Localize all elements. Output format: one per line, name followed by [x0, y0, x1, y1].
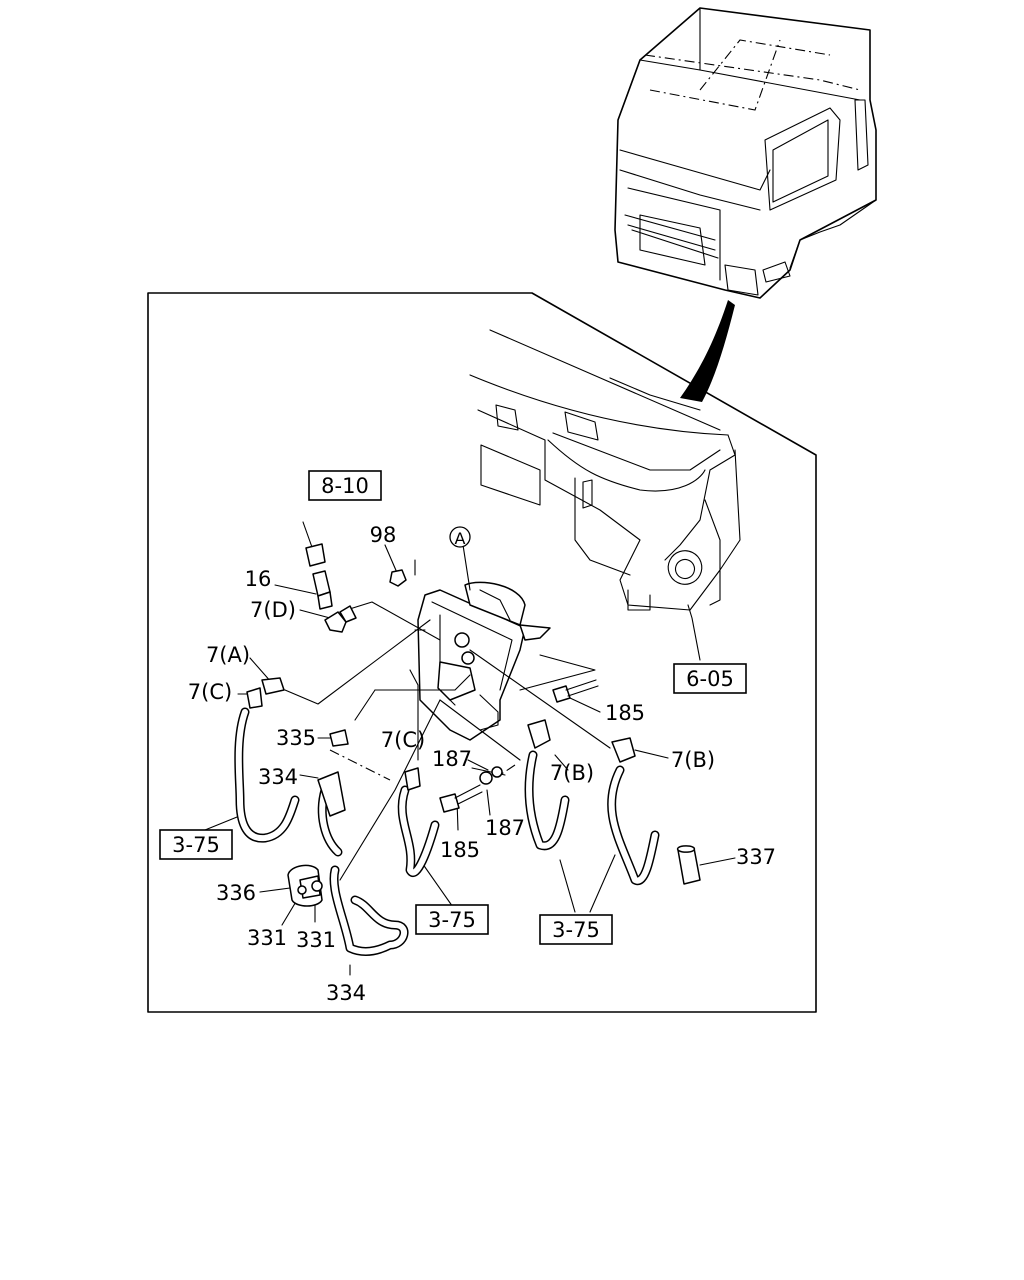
truck-cab-illustration — [614, 7, 877, 299]
hoses — [234, 707, 660, 956]
ref-label-6-05[interactable]: 6-05 — [686, 667, 734, 691]
ref-box-8-10[interactable] — [308, 470, 382, 501]
ref-box-6-05[interactable] — [673, 663, 747, 694]
callout-circle-a — [449, 526, 471, 548]
ref-box-3-75-right[interactable] — [539, 914, 613, 945]
part-label-187-top: 187 — [432, 747, 472, 771]
ref-label-3-75-mid[interactable]: 3-75 — [428, 908, 476, 932]
part-label-185-bot: 185 — [440, 838, 480, 862]
part-label-16: 16 — [245, 567, 272, 591]
part-label-335: 335 — [276, 726, 316, 750]
part-label-331-b: 331 — [296, 928, 336, 952]
detail-frame — [147, 292, 817, 1013]
leader-lines — [204, 474, 736, 976]
fittings-and-parts — [246, 521, 701, 907]
part-label-185-right: 185 — [605, 701, 645, 725]
part-label-7b-mid: 7(B) — [550, 761, 594, 785]
part-label-7a: 7(A) — [206, 643, 250, 667]
part-label-187-bot: 187 — [485, 816, 525, 840]
ref-label-8-10[interactable]: 8-10 — [321, 474, 369, 498]
valve-bracket-assembly — [414, 581, 551, 741]
part-label-337: 337 — [736, 845, 776, 869]
part-label-7d: 7(D) — [250, 598, 296, 622]
part-label-334-bot: 334 — [326, 981, 366, 1005]
ref-label-3-75-left[interactable]: 3-75 — [172, 833, 220, 857]
part-label-98: 98 — [370, 523, 397, 547]
ref-label-3-75-right[interactable]: 3-75 — [552, 918, 600, 942]
part-label-334-top: 334 — [258, 765, 298, 789]
ref-box-3-75-left[interactable] — [159, 829, 233, 860]
callout-label-a: A — [455, 529, 466, 548]
cowl-panel-structure — [469, 329, 741, 611]
part-label-331-a: 331 — [247, 926, 287, 950]
part-label-7c-left: 7(C) — [188, 680, 232, 704]
ref-box-3-75-mid[interactable] — [415, 904, 489, 935]
cab-pointer-arrow — [680, 300, 735, 402]
part-label-7b-right: 7(B) — [671, 748, 715, 772]
part-label-336: 336 — [216, 881, 256, 905]
part-label-7c-mid: 7(C) — [381, 728, 425, 752]
